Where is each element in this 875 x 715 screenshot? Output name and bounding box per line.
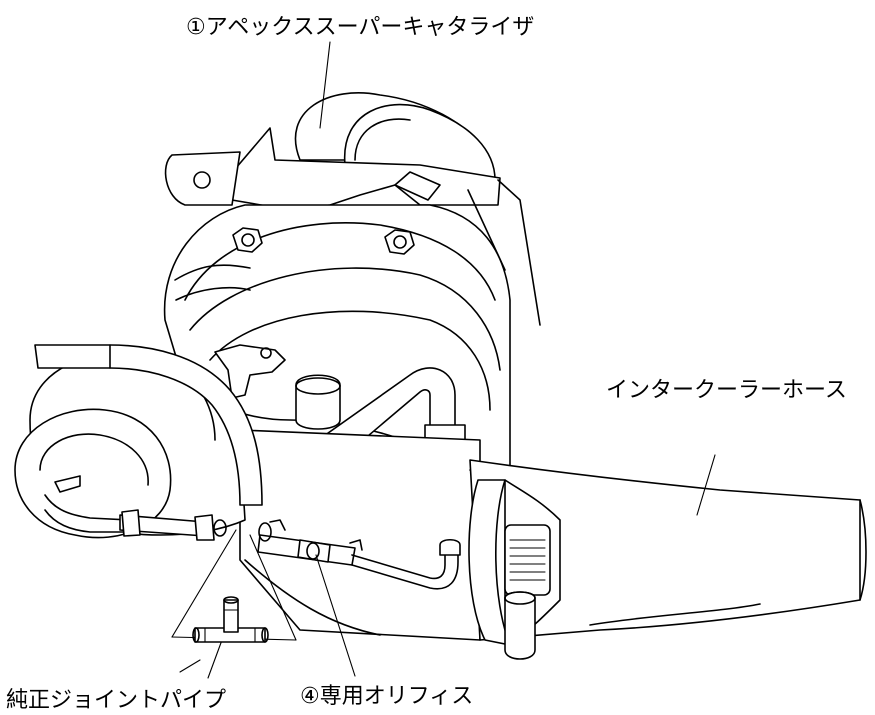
leader-line-intercooler-hose — [696, 454, 716, 516]
label-supercatalyzer: ①アペックススーパーキャタライザ — [186, 15, 535, 40]
label-intercooler-hose: インタークーラーホース — [606, 378, 847, 403]
hose-clamp — [468, 479, 561, 660]
hose-to-joint — [119, 509, 227, 541]
orifice-body — [306, 542, 320, 560]
actuator-cap — [295, 374, 341, 430]
label-dedicated-orifice: ④専用オリフィス — [300, 684, 474, 709]
hose-lower-contour — [589, 603, 761, 626]
actuator-rod — [44, 475, 131, 533]
bracket-hole — [193, 171, 211, 189]
label-genuine-joint-pipe: 純正ジョイントパイプ — [6, 688, 227, 713]
orifice-assembly — [257, 519, 461, 590]
compressor-housing — [163, 204, 511, 471]
intercooler-hose — [469, 459, 867, 641]
genuine-joint-pipe — [192, 596, 269, 643]
leader-line-supercatalyzer — [319, 41, 331, 129]
mounting-bracket — [164, 127, 541, 326]
outlet-tube — [239, 429, 501, 641]
leader-line-orifice — [315, 554, 356, 677]
small-link-bracket — [214, 344, 286, 399]
clamp-screw-housing — [504, 524, 551, 596]
housing-lower-contour — [244, 559, 381, 636]
bolt-left — [232, 227, 263, 253]
bolt-right — [384, 229, 415, 255]
vacuum-hose — [34, 344, 263, 506]
